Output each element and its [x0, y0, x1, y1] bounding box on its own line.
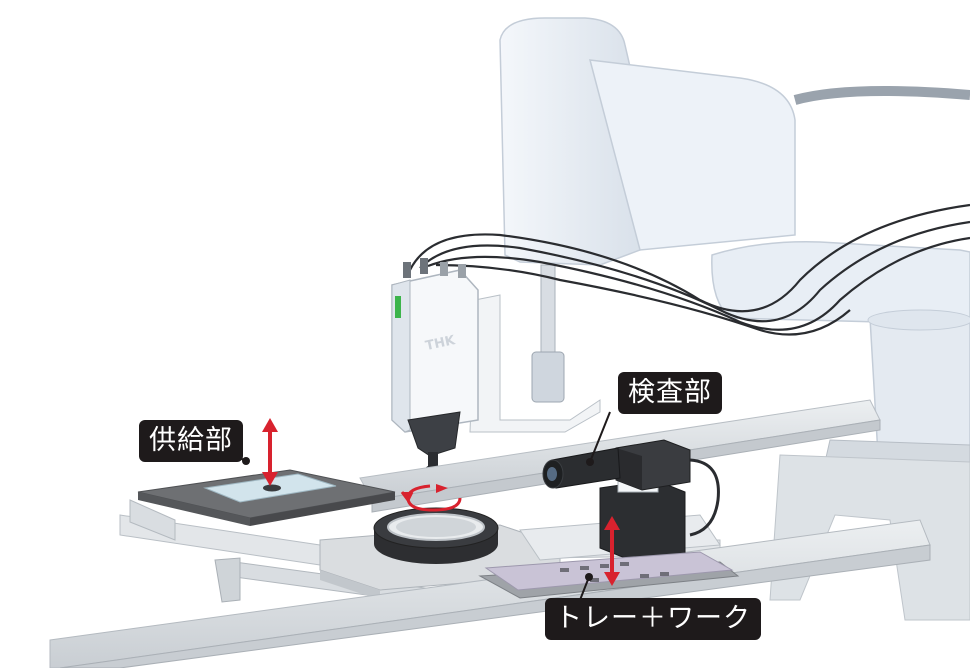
- scara-robot: [469, 17, 970, 621]
- supply-work-hole: [263, 484, 281, 492]
- vertical-arrow-icon: [604, 516, 620, 586]
- inspection-unit-label: 検査部: [618, 372, 722, 414]
- lower-frame: [49, 514, 931, 668]
- gripper-bracket: [469, 294, 601, 433]
- robot-stand: [769, 454, 970, 621]
- vertical-arrow-icon: [262, 418, 278, 486]
- robot-shaft-collar: [531, 351, 565, 403]
- tray-work-label: トレー＋ワーク: [545, 598, 761, 640]
- tray: [484, 551, 734, 591]
- electric-gripper-icon: THK: [391, 258, 479, 471]
- robot-base: [869, 317, 970, 461]
- robot-arm-1: [588, 59, 796, 251]
- gripper-head: [407, 411, 461, 457]
- gripper-status-light: [395, 296, 401, 318]
- supply-unit: [129, 469, 396, 541]
- rotation-arrow-icon: [400, 484, 462, 512]
- supply-unit-label: 供給部: [139, 420, 243, 462]
- gripper-finger: [428, 452, 438, 466]
- inspection-camera-icon: [542, 439, 720, 561]
- gripper-logo: THK: [424, 333, 457, 354]
- tray-work-slots: [560, 562, 669, 582]
- robot-rear-cable: [793, 86, 970, 105]
- robot-base-ring: [867, 309, 970, 331]
- gripper-cables: [409, 203, 970, 336]
- ring-light-icon: [373, 507, 499, 564]
